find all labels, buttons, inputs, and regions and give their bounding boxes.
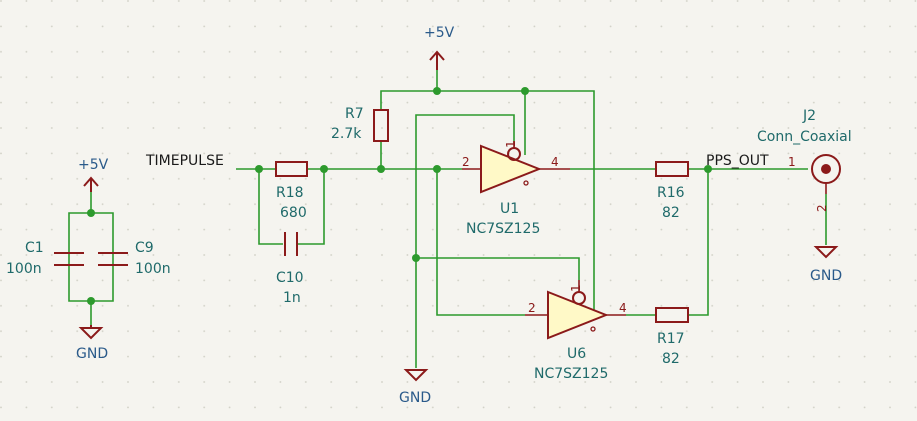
u6-ref: U6: [567, 346, 586, 362]
junction-dot: [412, 254, 420, 262]
coax-connector-j2[interactable]: 1 2 J2 Conn_Coaxial: [757, 108, 852, 212]
c10-ref: C10: [276, 270, 304, 286]
vcc-symbol-main[interactable]: +5V: [424, 25, 455, 70]
junctions: [87, 87, 712, 305]
r7-value: 2.7k: [331, 126, 362, 142]
buffer-u6[interactable]: 2 4 1 U6 NC7SZ125: [525, 280, 627, 382]
gnd-label-decoupling: GND: [76, 346, 108, 362]
junction-dot: [704, 165, 712, 173]
u6-value: NC7SZ125: [534, 366, 608, 382]
r17-value: 82: [662, 351, 680, 367]
junction-dot: [87, 209, 95, 217]
u1-value: NC7SZ125: [466, 221, 540, 237]
gnd-label-coax: GND: [810, 268, 842, 284]
wire-outputs: [570, 168, 709, 316]
c1-ref: C1: [25, 240, 44, 256]
junction-dot: [433, 165, 441, 173]
j2-pin-sig: 1: [788, 155, 796, 169]
c1-value: 100n: [6, 261, 42, 277]
wires: [68, 70, 827, 368]
vcc-symbol-decoupling[interactable]: +5V: [78, 157, 109, 192]
resistor-r16[interactable]: R16 82: [655, 161, 689, 221]
resistor-r17[interactable]: R17 82: [655, 307, 689, 367]
j2-ref: J2: [802, 108, 816, 124]
capacitor-c9[interactable]: C9 100n: [98, 240, 171, 277]
r16-ref: R16: [657, 185, 685, 201]
u1-pin-in: 2: [462, 155, 470, 169]
r7-ref: R7: [345, 106, 364, 122]
j2-value: Conn_Coaxial: [757, 129, 852, 145]
resistor-r18[interactable]: R18 680: [275, 161, 308, 221]
u6-pin-out: 4: [619, 301, 627, 315]
c10-value: 1n: [283, 290, 301, 306]
wire-r7-rail: [380, 90, 595, 310]
c9-value: 100n: [135, 261, 171, 277]
gnd-symbol-oe[interactable]: GND: [399, 369, 431, 406]
junction-dot: [255, 165, 263, 173]
buffer-u1[interactable]: 2 4 1 U1 NC7SZ125: [462, 140, 570, 237]
capacitor-c1[interactable]: C1 100n: [6, 240, 84, 277]
junction-dot: [320, 165, 328, 173]
resistor-r7[interactable]: R7 2.7k: [331, 106, 389, 142]
u1-pin-out: 4: [551, 155, 559, 169]
net-label-pps-out[interactable]: PPS_OUT: [706, 153, 769, 169]
r18-ref: R18: [276, 185, 304, 201]
gnd-symbol-decoupling[interactable]: GND: [76, 325, 108, 362]
u6-pin-in: 2: [528, 301, 536, 315]
gnd-label-oe: GND: [399, 390, 431, 406]
net-label-timepulse[interactable]: TIMEPULSE: [145, 153, 224, 169]
junction-dot: [521, 87, 529, 95]
wire-u6-in: [436, 169, 525, 316]
u1-pin-oe: 1: [504, 140, 518, 148]
u6-pin-oe: 1: [569, 284, 583, 292]
r18-value: 680: [280, 205, 307, 221]
r16-value: 82: [662, 205, 680, 221]
wire-c10-loop: [258, 169, 325, 245]
junction-dot: [377, 165, 385, 173]
capacitor-c10[interactable]: C10 1n: [276, 232, 304, 306]
vcc-label-decoupling: +5V: [78, 157, 109, 173]
junction-dot: [87, 297, 95, 305]
c9-ref: C9: [135, 240, 154, 256]
gnd-symbol-coax[interactable]: GND: [810, 246, 842, 284]
junction-dot: [433, 87, 441, 95]
r17-ref: R17: [657, 331, 685, 347]
wire-oe-gnd: [415, 114, 580, 368]
u1-ref: U1: [500, 201, 519, 217]
j2-pin-gnd: 2: [815, 204, 829, 212]
vcc-label-main: +5V: [424, 25, 455, 41]
